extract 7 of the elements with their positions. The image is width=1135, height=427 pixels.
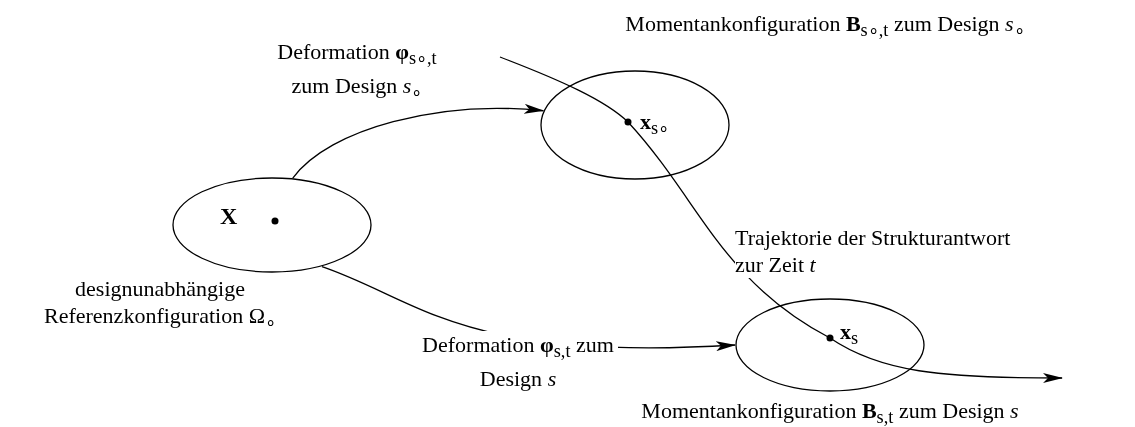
arrow [292, 104, 545, 179]
configuration-label: designunabhängige Referenzkonfiguration Ω$_{∘}$ [43, 275, 277, 335]
configuration-label: Momentankonfiguration B$_{s,t}$ zum Design s [640, 397, 1020, 427]
point-label: x$_{s}$ [840, 318, 859, 351]
point-label: X [220, 203, 238, 230]
point-label: x$_{s∘}$ [640, 108, 670, 141]
configuration-label: Momentankonfiguration B$_{s∘,t}$ zum Design s$_{∘}$ [624, 10, 1026, 43]
